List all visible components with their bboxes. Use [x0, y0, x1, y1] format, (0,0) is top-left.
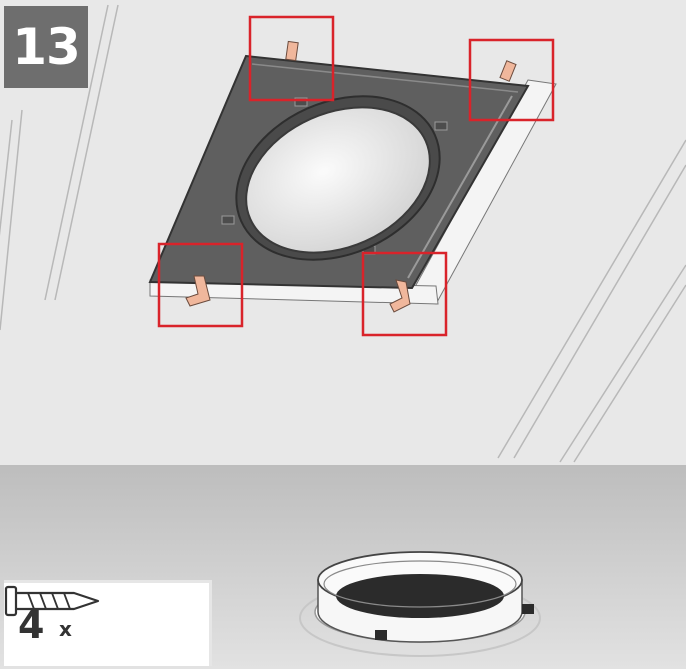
screw-icon	[4, 585, 100, 617]
light-ring	[299, 551, 541, 657]
highlight-bottom-left	[157, 242, 244, 328]
bracket-bottom-right	[389, 279, 411, 313]
brackets	[185, 40, 517, 313]
highlight-boxes	[157, 15, 555, 337]
joist-left	[0, 4, 119, 331]
quantity-multiplier: x	[59, 617, 72, 641]
highlight-top-right	[468, 38, 555, 122]
joist-right	[497, 139, 686, 463]
bracket-top-left	[285, 40, 299, 62]
highlight-top-left	[248, 15, 335, 102]
frame-opening	[245, 106, 431, 254]
step-number-badge: 13	[4, 6, 88, 88]
step-number: 13	[12, 18, 81, 76]
quantity-count: 4	[18, 603, 45, 647]
quantity-box: 4 x	[4, 580, 212, 666]
highlight-bottom-right	[361, 251, 448, 337]
bracket-bottom-left	[185, 275, 211, 307]
mounting-frame	[148, 54, 557, 305]
bracket-top-right	[499, 60, 517, 82]
